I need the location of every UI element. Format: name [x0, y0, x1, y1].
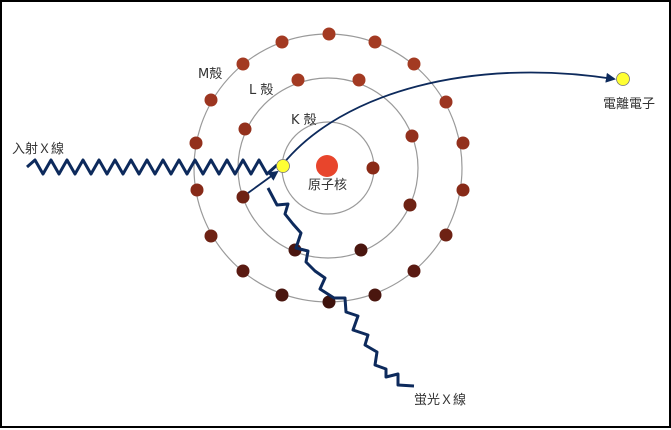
m-electron [236, 57, 250, 71]
fluorescent-xray-wave [266, 187, 415, 388]
l-electron [354, 243, 368, 257]
photoelectron [616, 72, 630, 86]
l-shell-electrons [236, 73, 419, 257]
incident-xray-wave [26, 158, 279, 176]
l-electron [288, 243, 302, 257]
m-electron [322, 27, 336, 41]
m-electron [275, 35, 289, 49]
l-electron [403, 198, 417, 212]
k-shell-label: K 殻 [291, 113, 317, 128]
m-electron [439, 95, 453, 109]
ejected-electron-origin [276, 159, 290, 173]
photoelectron-label: 電離電子 [603, 97, 655, 112]
m-electron [204, 229, 218, 243]
m-shell-electrons [189, 27, 470, 309]
transition-arrow [247, 170, 279, 194]
l-electron [291, 73, 305, 87]
incident-xray-label: 入射Ｘ線 [12, 141, 64, 157]
m-electron [204, 93, 218, 107]
nucleus [316, 155, 338, 177]
m-electron [407, 57, 421, 71]
m-electron [275, 288, 289, 302]
m-electron [368, 288, 382, 302]
m-electron [439, 228, 453, 242]
m-electron [190, 183, 204, 197]
m-electron [456, 136, 470, 150]
m-shell-label: M殻 [198, 67, 222, 82]
l-electron [236, 190, 250, 204]
l-electron [238, 122, 252, 136]
m-electron [407, 264, 421, 278]
l-electron [405, 129, 419, 143]
l-shell-label: L 殻 [249, 83, 273, 98]
fluorescent-xray-label: 蛍光Ｘ線 [414, 392, 466, 408]
m-electron [236, 264, 250, 278]
nucleus-label: 原子核 [308, 178, 347, 193]
m-electron [456, 183, 470, 197]
m-electron [322, 295, 336, 309]
l-electron [352, 73, 366, 87]
m-electron [189, 136, 203, 150]
ejection-trajectory [282, 71, 616, 165]
k-electron [366, 161, 380, 175]
m-electron [368, 35, 382, 49]
